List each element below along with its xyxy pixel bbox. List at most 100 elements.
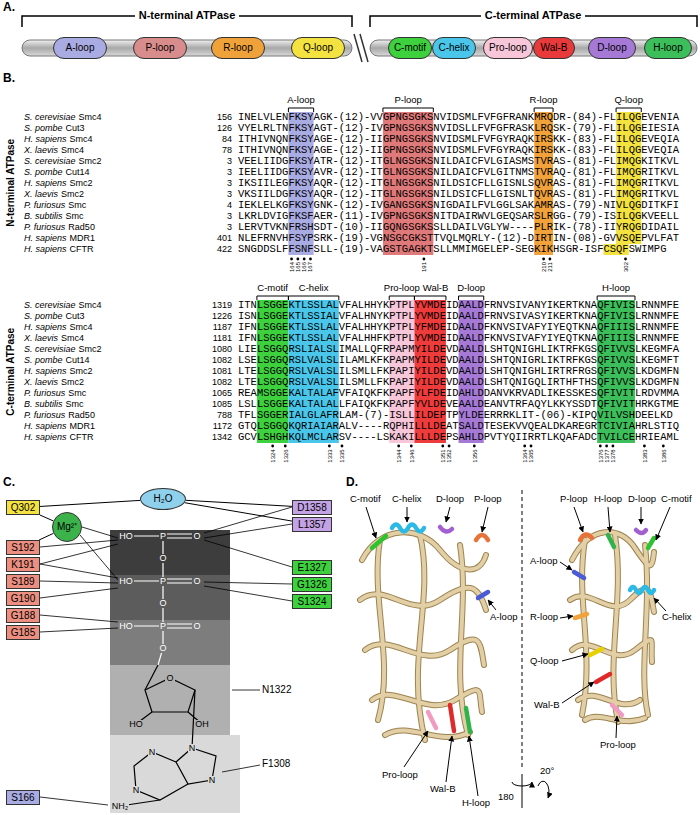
start-number: 78 <box>222 145 232 156</box>
residue-dot <box>530 445 533 448</box>
species-name: H. sapiens <box>24 421 67 432</box>
residue-dot <box>328 445 331 448</box>
species-name: H. sapiens <box>24 244 67 255</box>
atom-label: N <box>132 786 141 795</box>
atom-label: O <box>192 577 201 586</box>
structure-label: D-loop <box>436 494 464 505</box>
residue-box: S1324 <box>292 594 332 609</box>
node-text: Pro-loop <box>489 42 527 54</box>
sequence: LIELSGGQRSLIALSLIMALLQFRPAPMYILDEVDAALDL… <box>238 344 679 355</box>
graphic <box>110 575 230 620</box>
start-number: 3 <box>227 156 232 167</box>
graphic <box>145 678 195 712</box>
protein-name: Smc4 <box>79 112 102 123</box>
protein-name: Rad50 <box>68 222 95 233</box>
graphic <box>478 592 488 598</box>
protein-ribbons <box>360 525 654 741</box>
residue-number: 164 <box>289 262 295 272</box>
structure-label: H-loop <box>462 798 490 809</box>
graphic <box>466 708 470 732</box>
graphic <box>574 572 584 578</box>
residue-box: D1358 <box>292 500 332 515</box>
graphic <box>40 628 118 632</box>
graphic <box>120 752 188 806</box>
species-name: B. subtilis <box>24 211 63 222</box>
sequence: NLEFRNVHFSYPSRK-(19)-VGNSGCGKSTTVQLMQRLY… <box>238 233 679 244</box>
species-name: S. cerevisiae <box>24 156 76 167</box>
graphic <box>613 535 618 722</box>
sequence: REAMSGGEKALTALAFVFAIQKFKPAPFYLFDEIDAHLDD… <box>238 388 679 399</box>
residue-number: 1378 <box>610 449 616 462</box>
motif-segment: R-loop <box>211 37 265 59</box>
sequence: ITNLSGGEKTLSSLALVFALHHYKPTPLYVMDEIDAALDF… <box>238 300 679 311</box>
graphic <box>120 665 216 806</box>
start-number: 1342 <box>212 432 232 443</box>
start-number: 3 <box>227 211 232 222</box>
graphic <box>418 535 425 740</box>
graphic <box>522 774 523 808</box>
species-name: S. cerevisiae <box>24 344 76 355</box>
motif-segment: A-loop <box>53 37 107 59</box>
graphic <box>578 696 640 705</box>
protein-name: CFTR <box>70 244 94 255</box>
protein-name: CFTR <box>70 432 94 443</box>
motif-name: C-motif <box>257 283 288 294</box>
graphic <box>580 534 592 540</box>
residue-number: 1326 <box>282 449 288 462</box>
panel-label: C. <box>3 476 15 490</box>
graphic <box>612 705 622 715</box>
residue-dot <box>643 445 646 448</box>
species-name: H. sapiens <box>24 432 67 443</box>
atom-label: HO <box>118 577 134 586</box>
graphic <box>440 527 452 532</box>
structure-label: Wal-B <box>430 784 456 795</box>
connector <box>40 500 140 506</box>
protein-name: Smc2 <box>61 377 84 388</box>
protein-name: Cut3 <box>66 311 85 322</box>
residue-dot <box>624 258 627 261</box>
graphic <box>40 615 118 622</box>
residue-dot <box>549 258 552 261</box>
graphic <box>450 705 454 731</box>
graphic <box>608 507 610 532</box>
graphic <box>644 545 648 715</box>
graphic <box>176 748 216 784</box>
connector <box>185 503 292 521</box>
residue-number: 1376 <box>597 449 603 462</box>
species-name: X. laevis <box>24 145 58 156</box>
residue-box: S189 <box>6 574 40 589</box>
species-name: H. sapiens <box>24 366 67 377</box>
residue-box: L1357 <box>292 517 332 532</box>
motif-name: Wal-B <box>423 283 449 294</box>
motif-name: Pro-loop <box>384 283 420 294</box>
connector <box>39 533 53 540</box>
residue-dot <box>605 445 608 448</box>
connector <box>40 515 53 521</box>
start-number: 4 <box>227 200 232 211</box>
node-text: Q302 <box>11 502 35 514</box>
species-name: X. laevis <box>24 377 58 388</box>
start-number: 1319 <box>212 300 232 311</box>
atom-label: O <box>158 644 167 653</box>
graphic <box>40 588 118 598</box>
species-name: B. subtilis <box>24 399 63 410</box>
structure-label: P-loop <box>560 494 587 505</box>
residue-box: S166 <box>6 790 40 805</box>
node-text: G188 <box>11 610 35 622</box>
graphic <box>585 717 645 721</box>
graphic <box>392 525 424 532</box>
residue-dot <box>303 258 306 261</box>
structure-label: P-loop <box>474 494 501 505</box>
species-name: S. pombe <box>24 167 63 178</box>
graphic <box>126 534 197 665</box>
node-text: Mg²⁺ <box>57 521 77 533</box>
residue-number: 1377 <box>604 449 610 462</box>
graphic <box>522 490 523 770</box>
atom-label: O <box>192 622 201 631</box>
structure-label: R-loop <box>530 612 558 623</box>
residue-dot <box>523 445 526 448</box>
node-text: C-motif <box>394 42 426 54</box>
interaction-lines <box>40 507 292 805</box>
start-number: 422 <box>217 244 232 255</box>
residue-number: 191 <box>421 262 427 272</box>
